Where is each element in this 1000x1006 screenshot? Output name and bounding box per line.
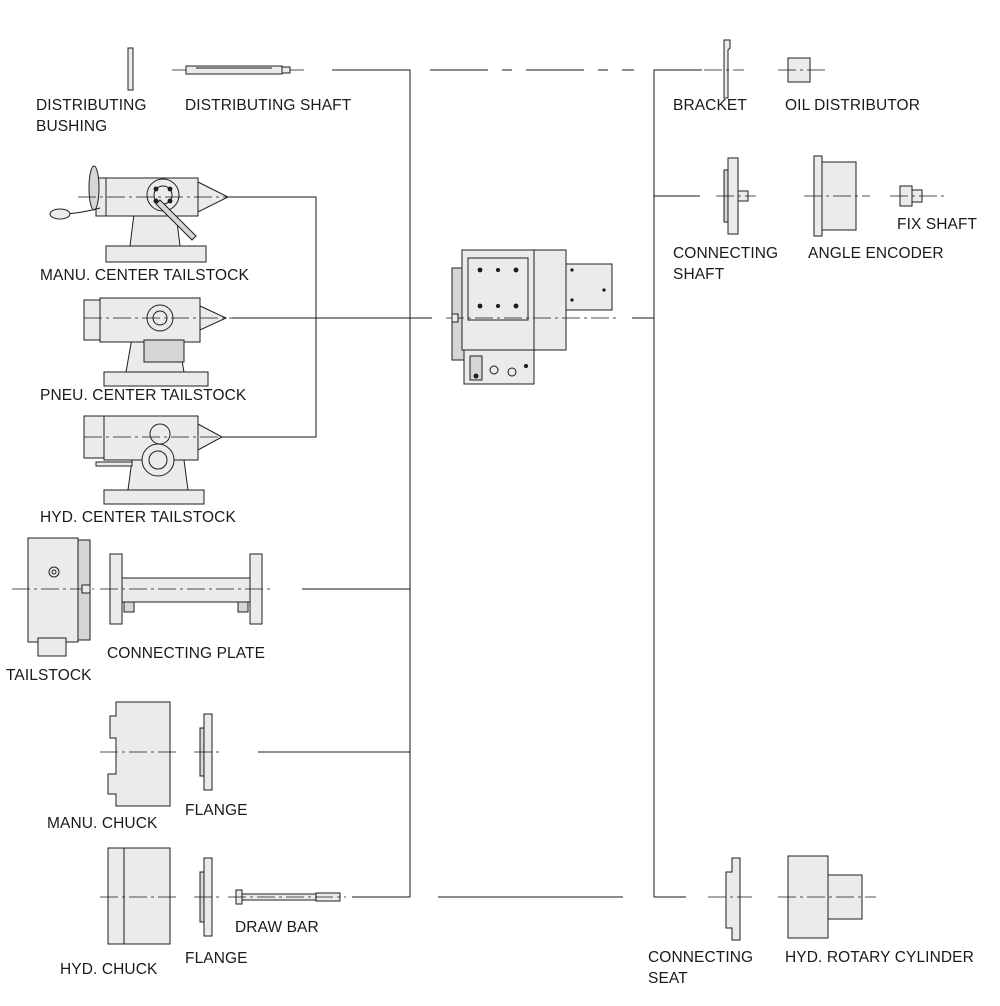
connector-lines bbox=[210, 69, 702, 898]
label-pneu-center-tailstock: PNEU. CENTER TAILSTOCK bbox=[40, 387, 247, 404]
manu-center-tailstock-drawing bbox=[49, 165, 232, 263]
oil-distributor-drawing bbox=[778, 57, 826, 83]
rotary-table-drawing bbox=[446, 249, 620, 385]
tailstock-drawing bbox=[12, 537, 94, 657]
fix-shaft-drawing bbox=[890, 185, 944, 207]
label-connecting-shaft-line2: SHAFT bbox=[673, 266, 725, 283]
label-hyd-rotary-cylinder: HYD. ROTARY CYLINDER bbox=[785, 949, 974, 966]
hyd-rotary-cylinder-drawing bbox=[778, 855, 876, 939]
label-distributing-bushing-line2: BUSHING bbox=[36, 118, 108, 135]
label-hyd-center-tailstock: HYD. CENTER TAILSTOCK bbox=[40, 509, 236, 526]
label-connecting-seat-line1: CONNECTING bbox=[648, 949, 754, 966]
connecting-shaft-drawing bbox=[716, 157, 756, 235]
manu-chuck-drawing bbox=[100, 701, 178, 807]
bracket-drawing bbox=[704, 39, 744, 99]
distributing-shaft-drawing bbox=[172, 65, 304, 75]
label-fix-shaft: FIX SHAFT bbox=[897, 216, 978, 233]
label-flange-1: FLANGE bbox=[185, 802, 248, 819]
flange-2-drawing bbox=[194, 857, 220, 937]
label-tailstock: TAILSTOCK bbox=[6, 667, 92, 684]
label-distributing-bushing-line1: DISTRIBUTING bbox=[36, 97, 147, 114]
label-distributing-shaft: DISTRIBUTING SHAFT bbox=[185, 97, 352, 114]
connecting-plate-drawing bbox=[100, 553, 272, 625]
angle-encoder-drawing bbox=[804, 155, 870, 237]
label-manu-center-tailstock: MANU. CENTER TAILSTOCK bbox=[40, 267, 249, 284]
distributing-bushing-drawing bbox=[127, 47, 134, 91]
label-connecting-shaft-line1: CONNECTING bbox=[673, 245, 779, 262]
label-draw-bar: DRAW BAR bbox=[235, 919, 319, 936]
hyd-center-tailstock-drawing bbox=[83, 415, 226, 505]
hyd-chuck-drawing bbox=[100, 847, 178, 945]
label-manu-chuck: MANU. CHUCK bbox=[47, 815, 158, 832]
label-oil-distributor: OIL DISTRIBUTOR bbox=[785, 97, 920, 114]
connecting-seat-drawing bbox=[708, 857, 752, 941]
label-flange-2: FLANGE bbox=[185, 950, 248, 967]
label-connecting-plate: CONNECTING PLATE bbox=[107, 645, 266, 662]
flange-1-drawing bbox=[194, 713, 220, 791]
label-bracket: BRACKET bbox=[673, 97, 747, 114]
pneu-center-tailstock-drawing bbox=[83, 297, 232, 387]
label-connecting-seat-line2: SEAT bbox=[648, 970, 688, 987]
label-angle-encoder: ANGLE ENCODER bbox=[808, 245, 944, 262]
label-hyd-chuck: HYD. CHUCK bbox=[60, 961, 158, 978]
draw-bar-drawing bbox=[228, 889, 346, 905]
